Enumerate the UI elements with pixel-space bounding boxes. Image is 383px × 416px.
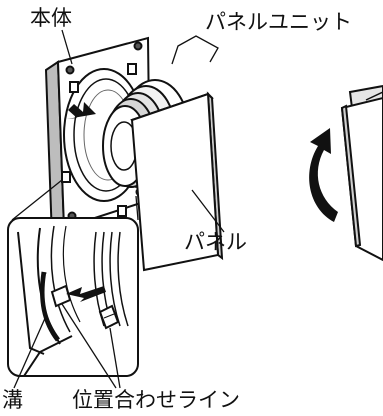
label-panel: パネル	[184, 230, 247, 254]
label-body: 本体	[30, 6, 72, 30]
arrow-icon	[66, 286, 106, 302]
label-panel-unit: パネルユニット	[205, 10, 352, 34]
detail-inset	[7, 217, 139, 377]
bottom-leader-lines	[13, 303, 121, 389]
label-alignment-line: 位置合わせライン	[72, 388, 240, 412]
rotated-panel	[340, 84, 383, 262]
leader-lines	[61, 29, 225, 233]
label-groove: 溝	[2, 388, 23, 412]
panel-unit	[102, 79, 224, 272]
curved-arrow-icon	[309, 128, 338, 222]
arrow-icon	[67, 102, 96, 119]
detail-callout-lines	[11, 179, 139, 221]
